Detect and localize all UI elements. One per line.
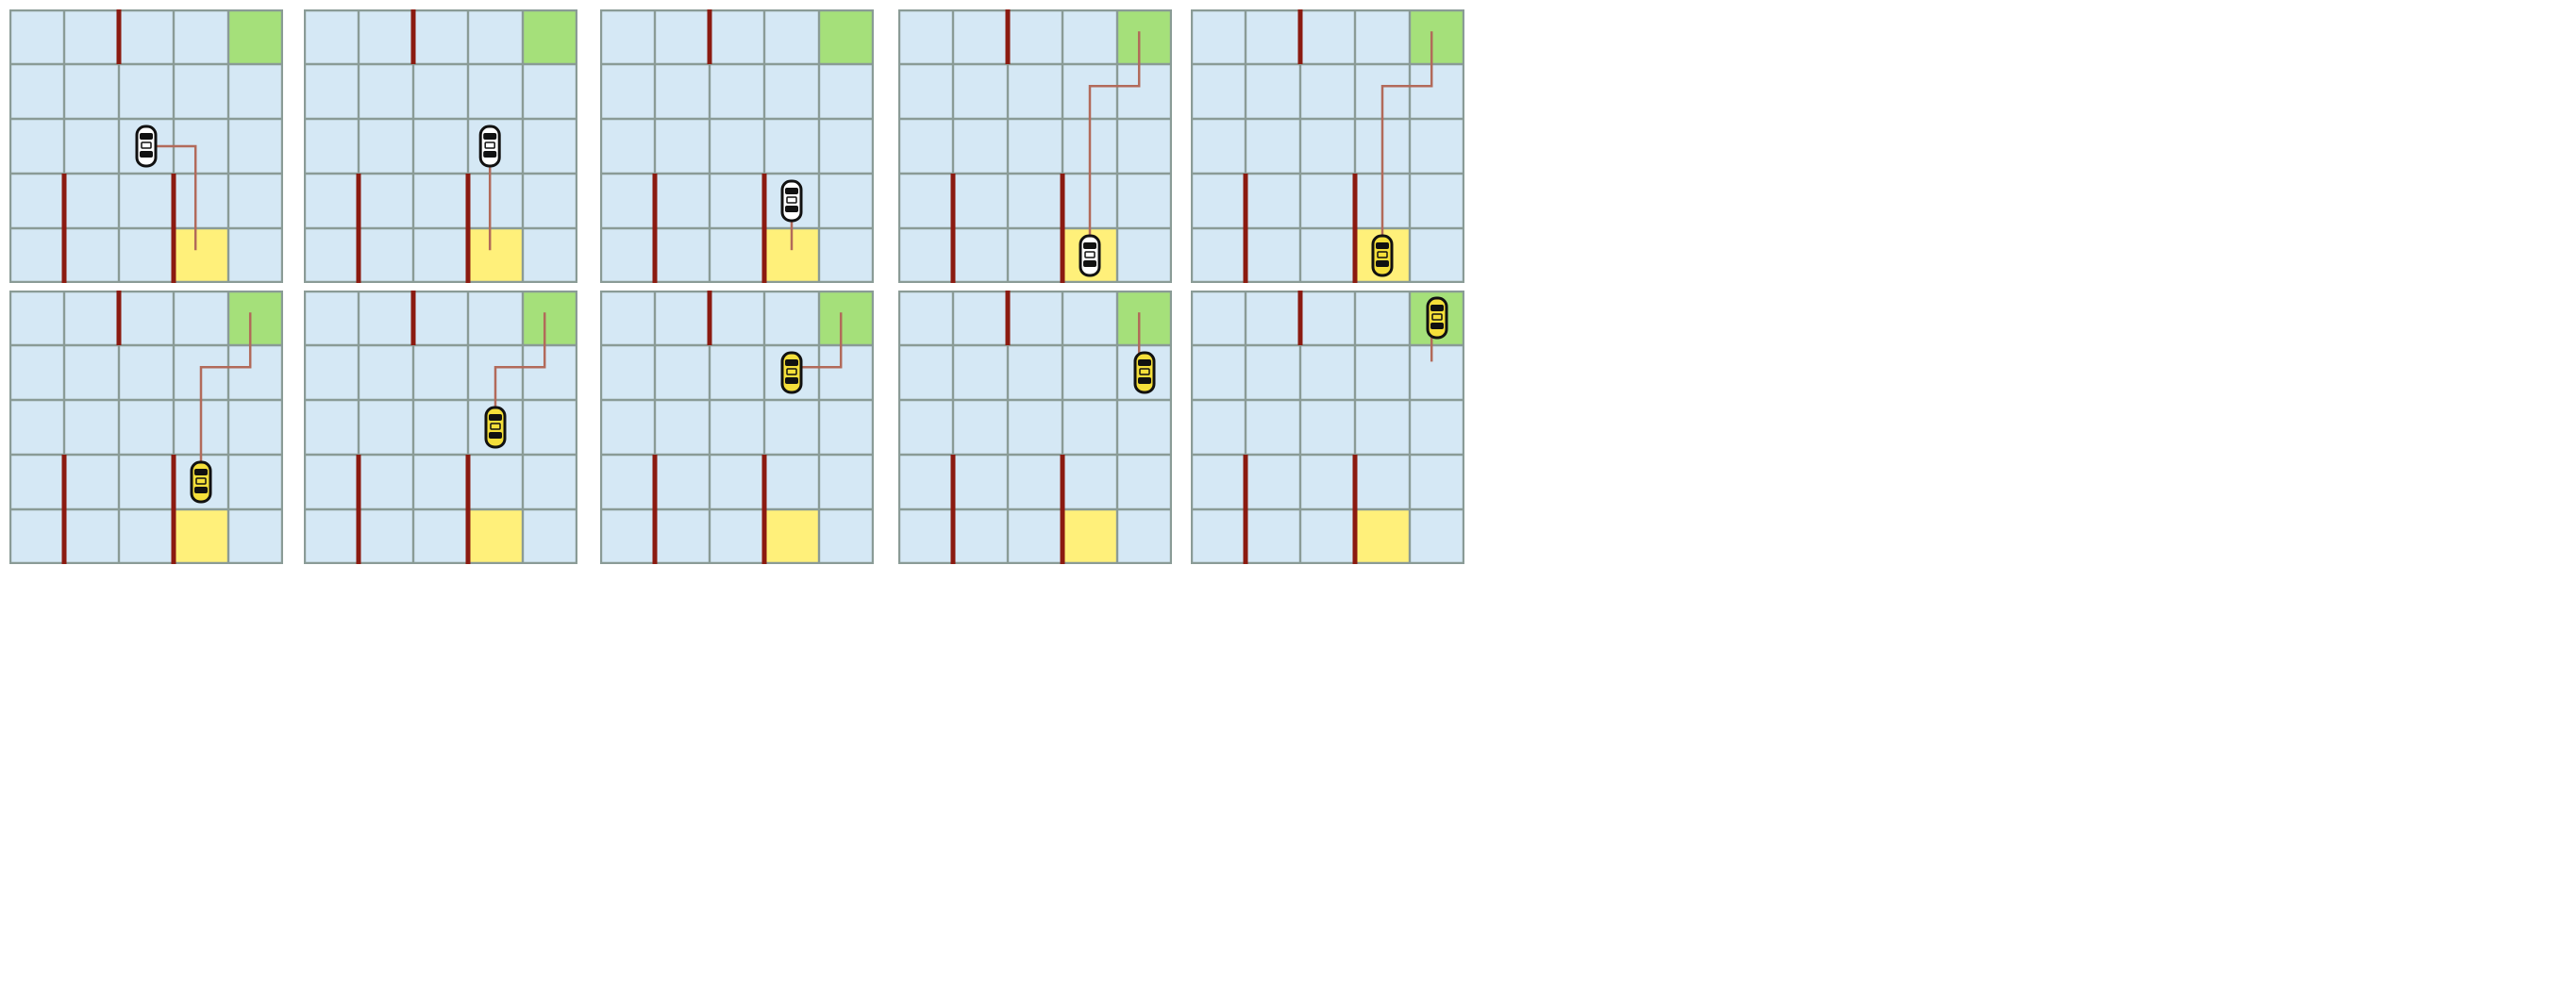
grid-panel-2: [304, 9, 577, 283]
goal-cell: [523, 291, 577, 345]
goal-cell: [819, 9, 874, 64]
goal-cell: [228, 9, 283, 64]
grid-world-svg: [1191, 291, 1464, 564]
car-icon: [1079, 234, 1101, 277]
car-icon: [135, 125, 158, 168]
grid-world-svg: [1191, 9, 1464, 283]
grid-world-svg: [304, 291, 577, 564]
grid-panel-4: [898, 9, 1172, 283]
grid-panel-9: [898, 291, 1172, 564]
grid-panel-5: [1191, 9, 1464, 283]
grid-panel-8: [600, 291, 874, 564]
grid-world-svg: [9, 9, 283, 283]
pickup-cell: [468, 228, 523, 283]
grid-world-svg: [9, 291, 283, 564]
route-path: [1088, 31, 1141, 251]
grid-world-svg: [898, 291, 1172, 564]
goal-cell: [1410, 9, 1464, 64]
grid-panel-3: [600, 9, 874, 283]
route-path: [151, 144, 197, 251]
grid-world-svg: [600, 9, 874, 283]
route-path: [1380, 31, 1433, 251]
pickup-cell: [174, 509, 228, 564]
taxi-car-icon: [484, 406, 507, 449]
car-icon: [780, 179, 803, 223]
taxi-car-icon: [1371, 234, 1394, 277]
grid-panel-1: [9, 9, 283, 283]
grid-world-svg: [600, 291, 874, 564]
pickup-cell: [1062, 509, 1117, 564]
pickup-cell: [764, 509, 819, 564]
route-path: [493, 312, 546, 423]
taxi-car-icon: [190, 460, 212, 504]
grid-panel-10: [1191, 291, 1464, 564]
grid-world-svg: [898, 9, 1172, 283]
goal-cell: [1117, 291, 1172, 345]
car-icon: [478, 125, 501, 168]
taxi-car-icon: [1426, 296, 1448, 340]
goal-cell: [819, 291, 874, 345]
route-path: [796, 312, 843, 369]
grid-panel-6: [9, 291, 283, 564]
goal-cell: [523, 9, 577, 64]
goal-cell: [1117, 9, 1172, 64]
taxi-car-icon: [780, 351, 803, 394]
grid-world-svg: [304, 9, 577, 283]
pickup-cell: [1355, 509, 1410, 564]
pickup-cell: [174, 228, 228, 283]
taxi-car-icon: [1133, 351, 1156, 394]
grid-panel-7: [304, 291, 577, 564]
pickup-cell: [468, 509, 523, 564]
goal-cell: [228, 291, 283, 345]
route-path: [199, 312, 252, 477]
